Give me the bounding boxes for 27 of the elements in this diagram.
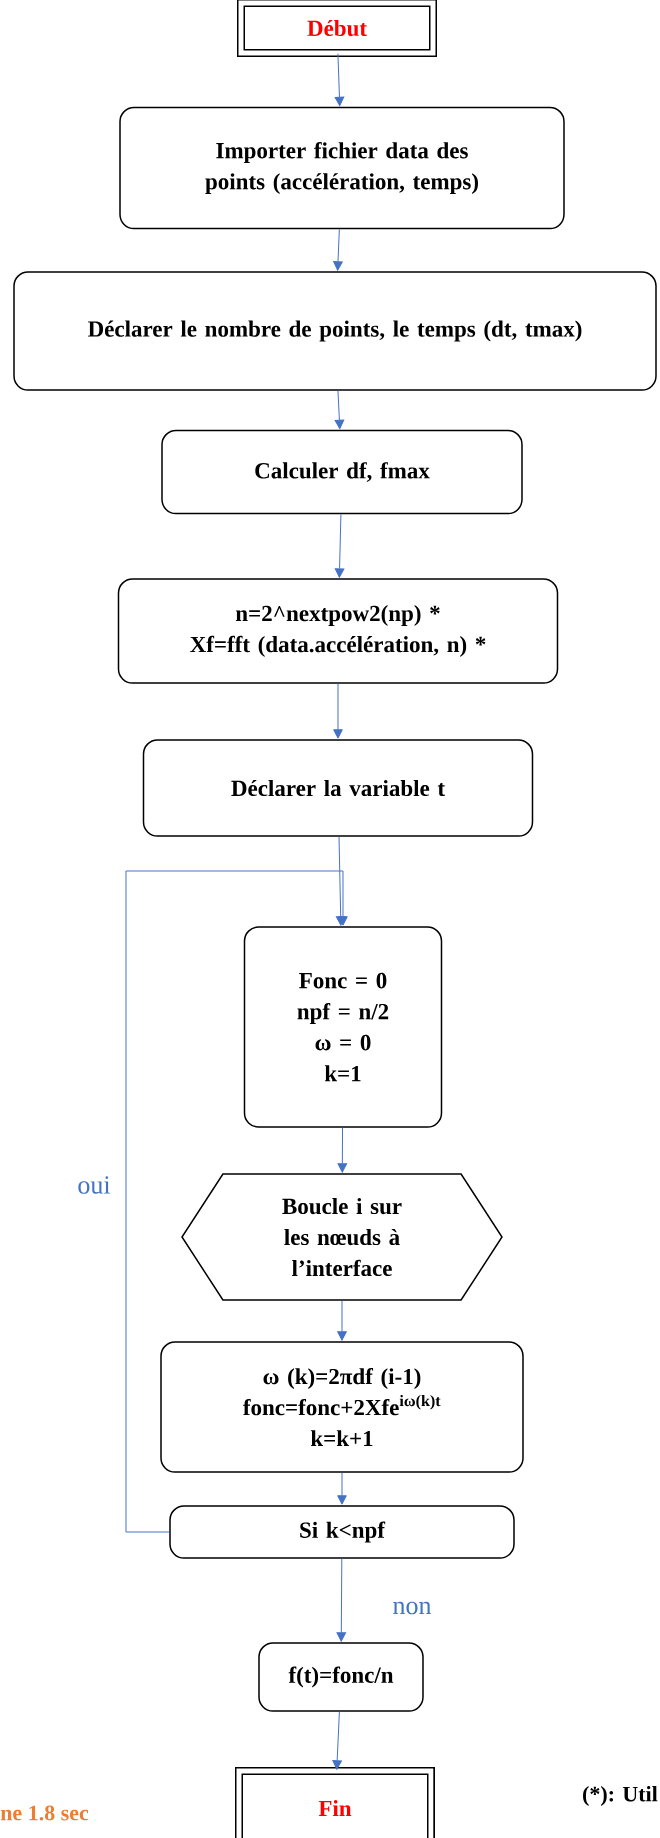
arrow	[337, 1472, 347, 1505]
loop-hexagon: Boucle i sur les nœuds à l’interface	[181, 1173, 503, 1301]
arrow	[334, 513, 345, 578]
process-box: Calculer df, fmax	[161, 429, 523, 515]
loop-arrow	[125, 870, 348, 1533]
arrow	[334, 390, 345, 430]
decision-box: Si k<npf	[169, 1505, 515, 1559]
arrow	[333, 683, 343, 739]
end-box: Fin	[235, 1767, 435, 1838]
process-box: ω (k)=2πdf (i-1) fonc=fonc+2Xfe$^{iω(k)t}$ k=k+1	[160, 1341, 524, 1473]
process-box: Fonc = 0 npf = n/2 ω = 0 k=1	[243, 926, 443, 1128]
arrow	[336, 1558, 347, 1642]
arrow	[333, 228, 343, 271]
process-box: f(t)=fonc/n	[258, 1642, 424, 1712]
process-box: n=2^nextpow2(np) * Xf=fft (data.accélération, n) *	[117, 578, 559, 684]
note-text: (*): Util	[583, 1786, 658, 1806]
arrow	[334, 53, 345, 107]
process-box: Déclarer la variable t	[142, 739, 534, 837]
edge-label: non	[393, 1601, 432, 1615]
note-text: ne 1.8 sec	[0, 1805, 89, 1821]
arrow	[337, 1127, 348, 1173]
process-box: Importer fichier data des points (accélération, temps)	[119, 106, 565, 230]
edge-label: oui	[78, 1176, 111, 1194]
arrow	[332, 1711, 342, 1770]
start-box: Début	[237, 0, 437, 57]
process-box: Déclarer le nombre de points, le temps (dt, tmax)	[13, 271, 657, 391]
arrow	[337, 1300, 347, 1341]
